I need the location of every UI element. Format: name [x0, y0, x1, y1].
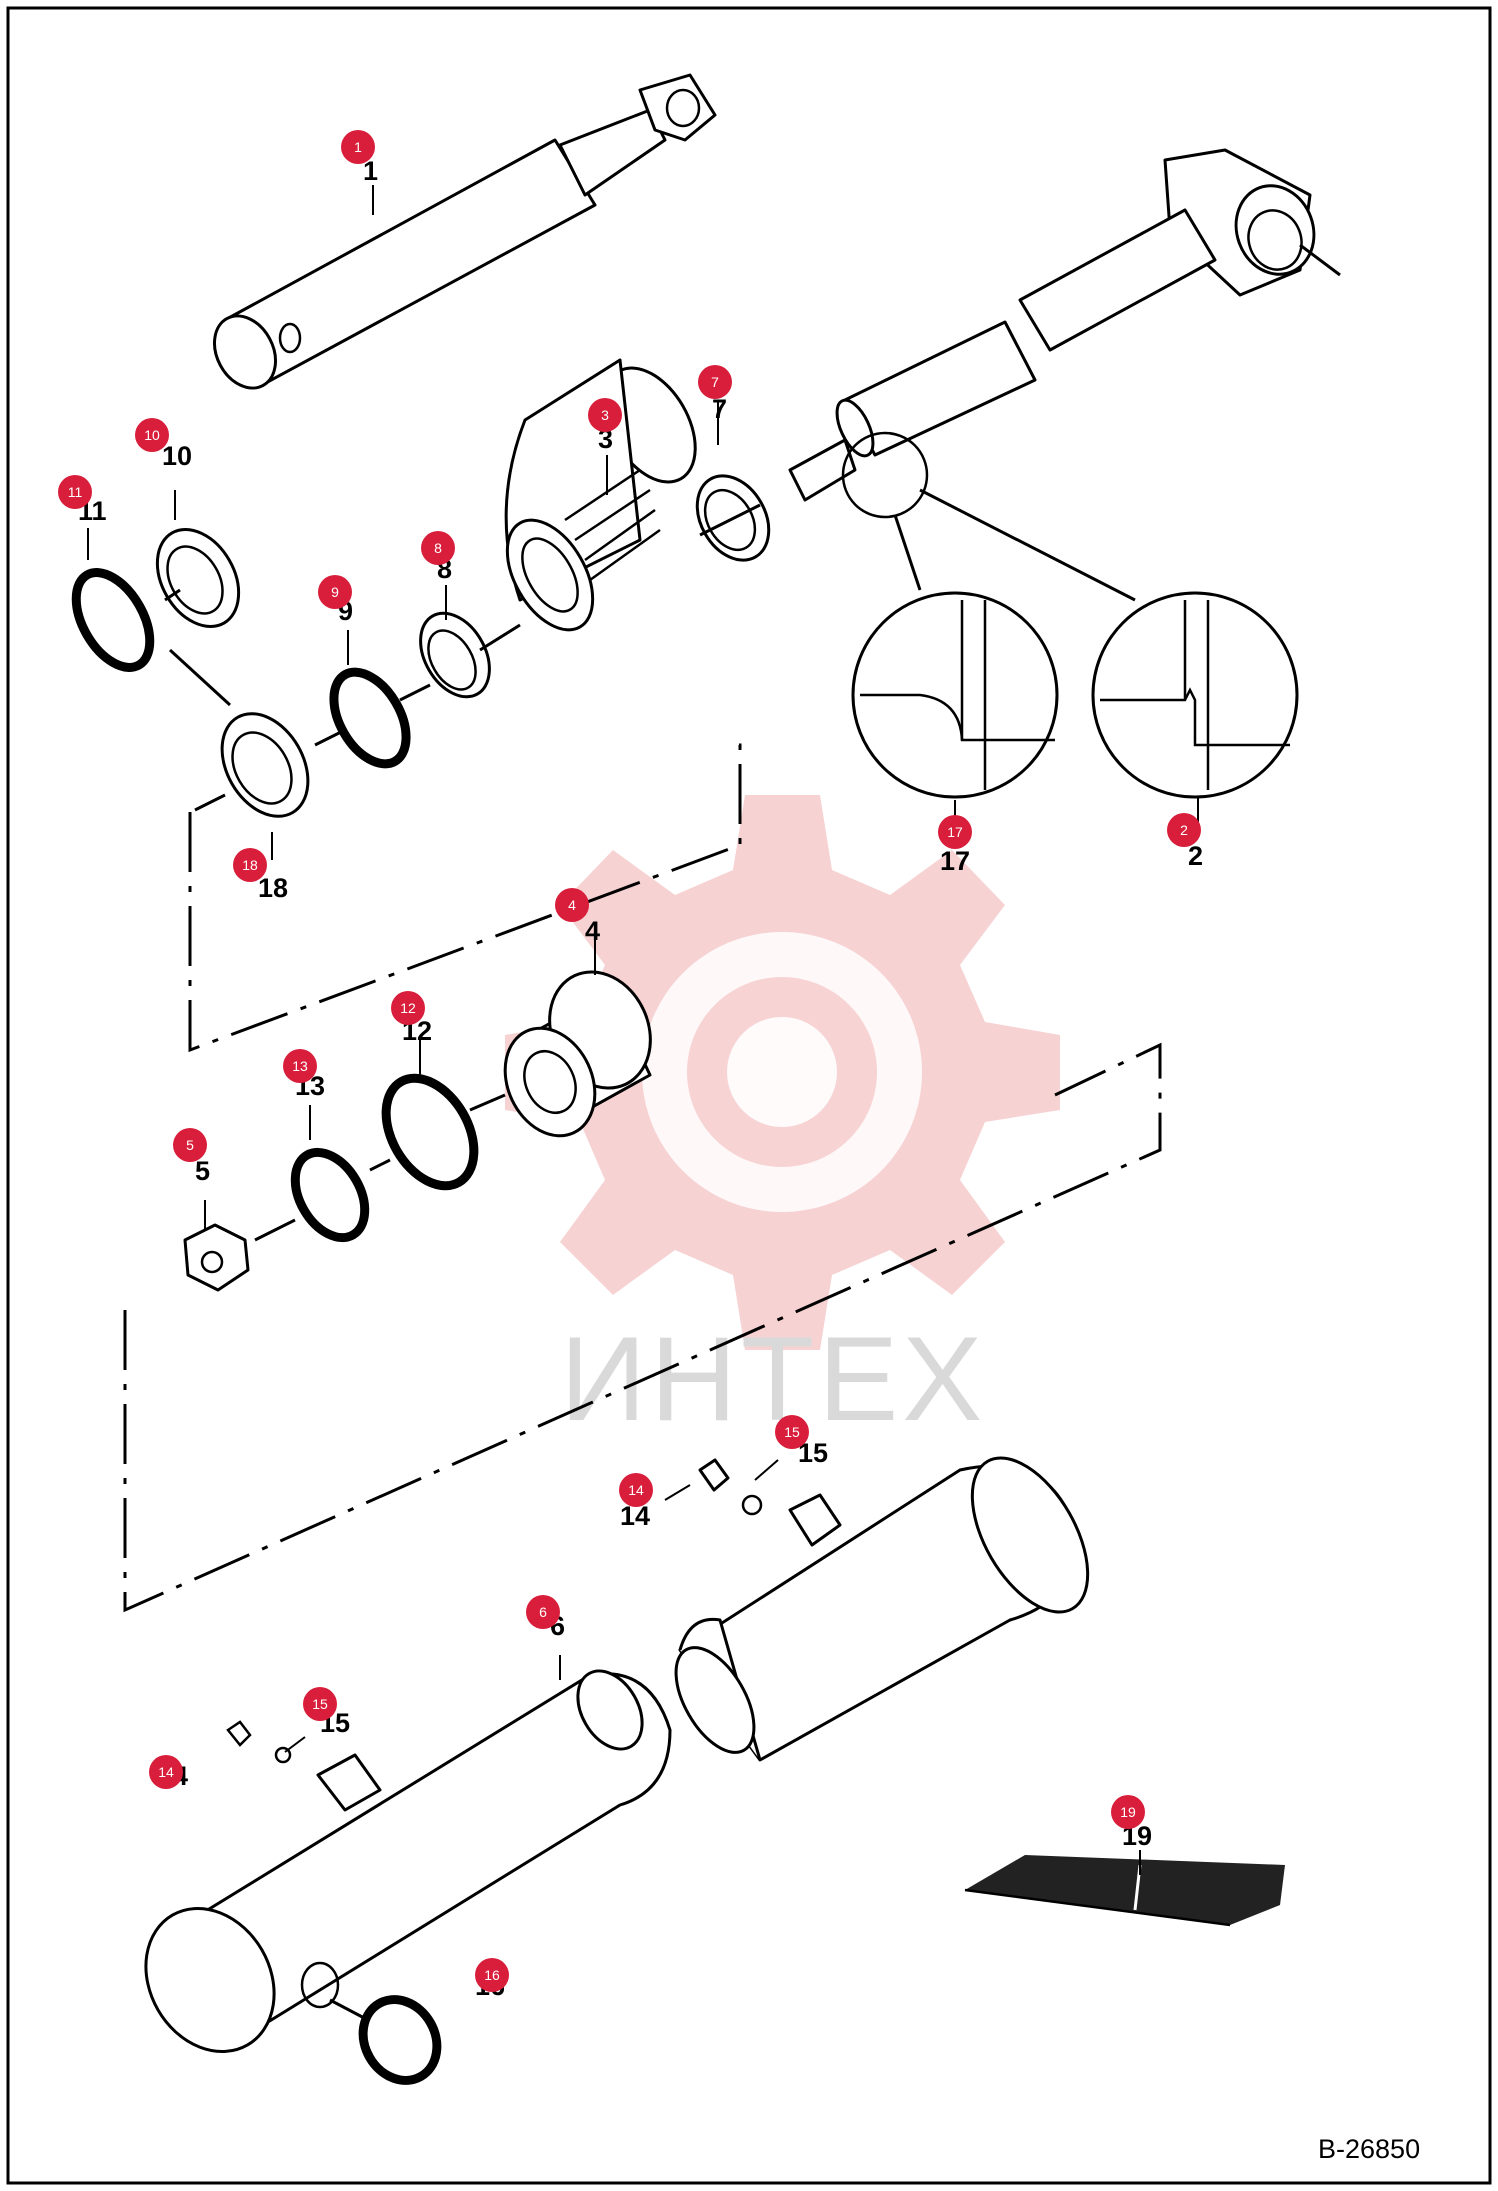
marker-number: 1 — [354, 139, 362, 155]
marker-circle[interactable] — [1111, 1795, 1145, 1829]
marker-number: 13 — [292, 1058, 308, 1074]
part-label-5: 5 — [195, 1156, 210, 1186]
marker-number: 19 — [1120, 1804, 1136, 1820]
marker-circle[interactable] — [588, 398, 622, 432]
leader-lines — [87, 185, 1199, 1875]
marker-number: 2 — [1180, 822, 1188, 838]
marker-number: 10 — [144, 427, 160, 443]
marker-number: 14 — [628, 1482, 644, 1498]
part-label-17: 17 — [940, 846, 970, 876]
part-marker-7[interactable]: 7 — [698, 365, 732, 399]
part-marker-15b[interactable]: 15 — [303, 1687, 337, 1721]
marker-number: 5 — [186, 1137, 194, 1153]
barrel-upper — [674, 1456, 1090, 1762]
marker-number: 6 — [539, 1604, 547, 1620]
part-marker-6[interactable]: 6 — [526, 1595, 560, 1629]
assembly-outline-lower — [123, 1042, 1162, 1613]
part-marker-1[interactable]: 1 — [341, 130, 375, 164]
marker-number: 8 — [434, 540, 442, 556]
part-label-10: 10 — [162, 441, 192, 471]
marker-circle[interactable] — [475, 1958, 509, 1992]
marker-circle[interactable] — [303, 1687, 337, 1721]
marker-circle[interactable] — [283, 1049, 317, 1083]
part-marker-16[interactable]: 16 — [475, 1958, 509, 1992]
marker-circle[interactable] — [619, 1473, 653, 1507]
marker-number: 14 — [158, 1764, 174, 1780]
marker-number: 16 — [484, 1967, 500, 1983]
marker-circle[interactable] — [233, 848, 267, 882]
drawing-code: B-26850 — [1318, 2134, 1420, 2164]
marker-circle[interactable] — [938, 815, 972, 849]
marker-number: 9 — [331, 584, 339, 600]
part-label-4: 4 — [585, 916, 600, 946]
marker-number: 11 — [68, 484, 83, 500]
watermark-text: ИНТЕХ — [560, 1312, 986, 1446]
part-marker-12[interactable]: 12 — [391, 991, 425, 1025]
marker-circle[interactable] — [555, 888, 589, 922]
marker-number: 15 — [312, 1696, 328, 1712]
marker-circle[interactable] — [698, 365, 732, 399]
marker-circle[interactable] — [775, 1415, 809, 1449]
part-marker-19[interactable]: 19 — [1111, 1795, 1145, 1829]
marker-circle[interactable] — [526, 1595, 560, 1629]
gland-parts — [71, 358, 771, 818]
part-marker-11[interactable]: 11 — [58, 475, 92, 509]
marker-circle[interactable] — [135, 418, 169, 452]
marker-number: 4 — [568, 897, 576, 913]
diagram-border — [6, 6, 1492, 2185]
marker-circle[interactable] — [391, 991, 425, 1025]
piston-parts — [183, 970, 652, 1292]
part-marker-17[interactable]: 17 — [938, 815, 972, 849]
decal-19 — [964, 1855, 1285, 1927]
part-label-1: 1 — [363, 156, 378, 186]
part-marker-8[interactable]: 8 — [421, 531, 455, 565]
part-marker-9[interactable]: 9 — [318, 575, 352, 609]
marker-number: 7 — [711, 374, 719, 390]
part-marker-13[interactable]: 13 — [283, 1049, 317, 1083]
part-marker-3[interactable]: 3 — [588, 398, 622, 432]
part-label-7: 7 — [712, 394, 727, 424]
part-label-18: 18 — [258, 873, 288, 903]
watermark-logo: ИНТЕХ — [505, 795, 1060, 1446]
part-marker-2[interactable]: 2 — [1167, 813, 1201, 847]
cylinder-assembly — [213, 73, 717, 390]
detail-17-circle — [851, 591, 1059, 799]
marker-circle[interactable] — [58, 475, 92, 509]
marker-number: 15 — [784, 1424, 800, 1440]
part-marker-10[interactable]: 10 — [135, 418, 169, 452]
piston-rod — [788, 148, 1341, 519]
marker-circle[interactable] — [318, 575, 352, 609]
part-marker-15a[interactable]: 15 — [775, 1415, 809, 1449]
marker-circle[interactable] — [421, 531, 455, 565]
marker-circle[interactable] — [341, 130, 375, 164]
detail-callouts — [851, 488, 1299, 799]
marker-circle[interactable] — [149, 1755, 183, 1789]
detail-2-circle — [1091, 591, 1299, 799]
barrel-lower — [144, 1669, 672, 2085]
part-marker-5[interactable]: 5 — [173, 1128, 207, 1162]
marker-number: 3 — [601, 407, 609, 423]
part-marker-14a[interactable]: 14 — [619, 1473, 653, 1507]
marker-number: 17 — [947, 824, 963, 840]
part-marker-14b[interactable]: 14 — [149, 1755, 183, 1789]
part-label-2: 2 — [1188, 841, 1203, 871]
marker-number: 18 — [242, 857, 258, 873]
marker-circle[interactable] — [1167, 813, 1201, 847]
marker-circle[interactable] — [173, 1128, 207, 1162]
part-marker-18[interactable]: 18 — [233, 848, 267, 882]
part-marker-4[interactable]: 4 — [555, 888, 589, 922]
marker-number: 12 — [400, 1000, 416, 1016]
